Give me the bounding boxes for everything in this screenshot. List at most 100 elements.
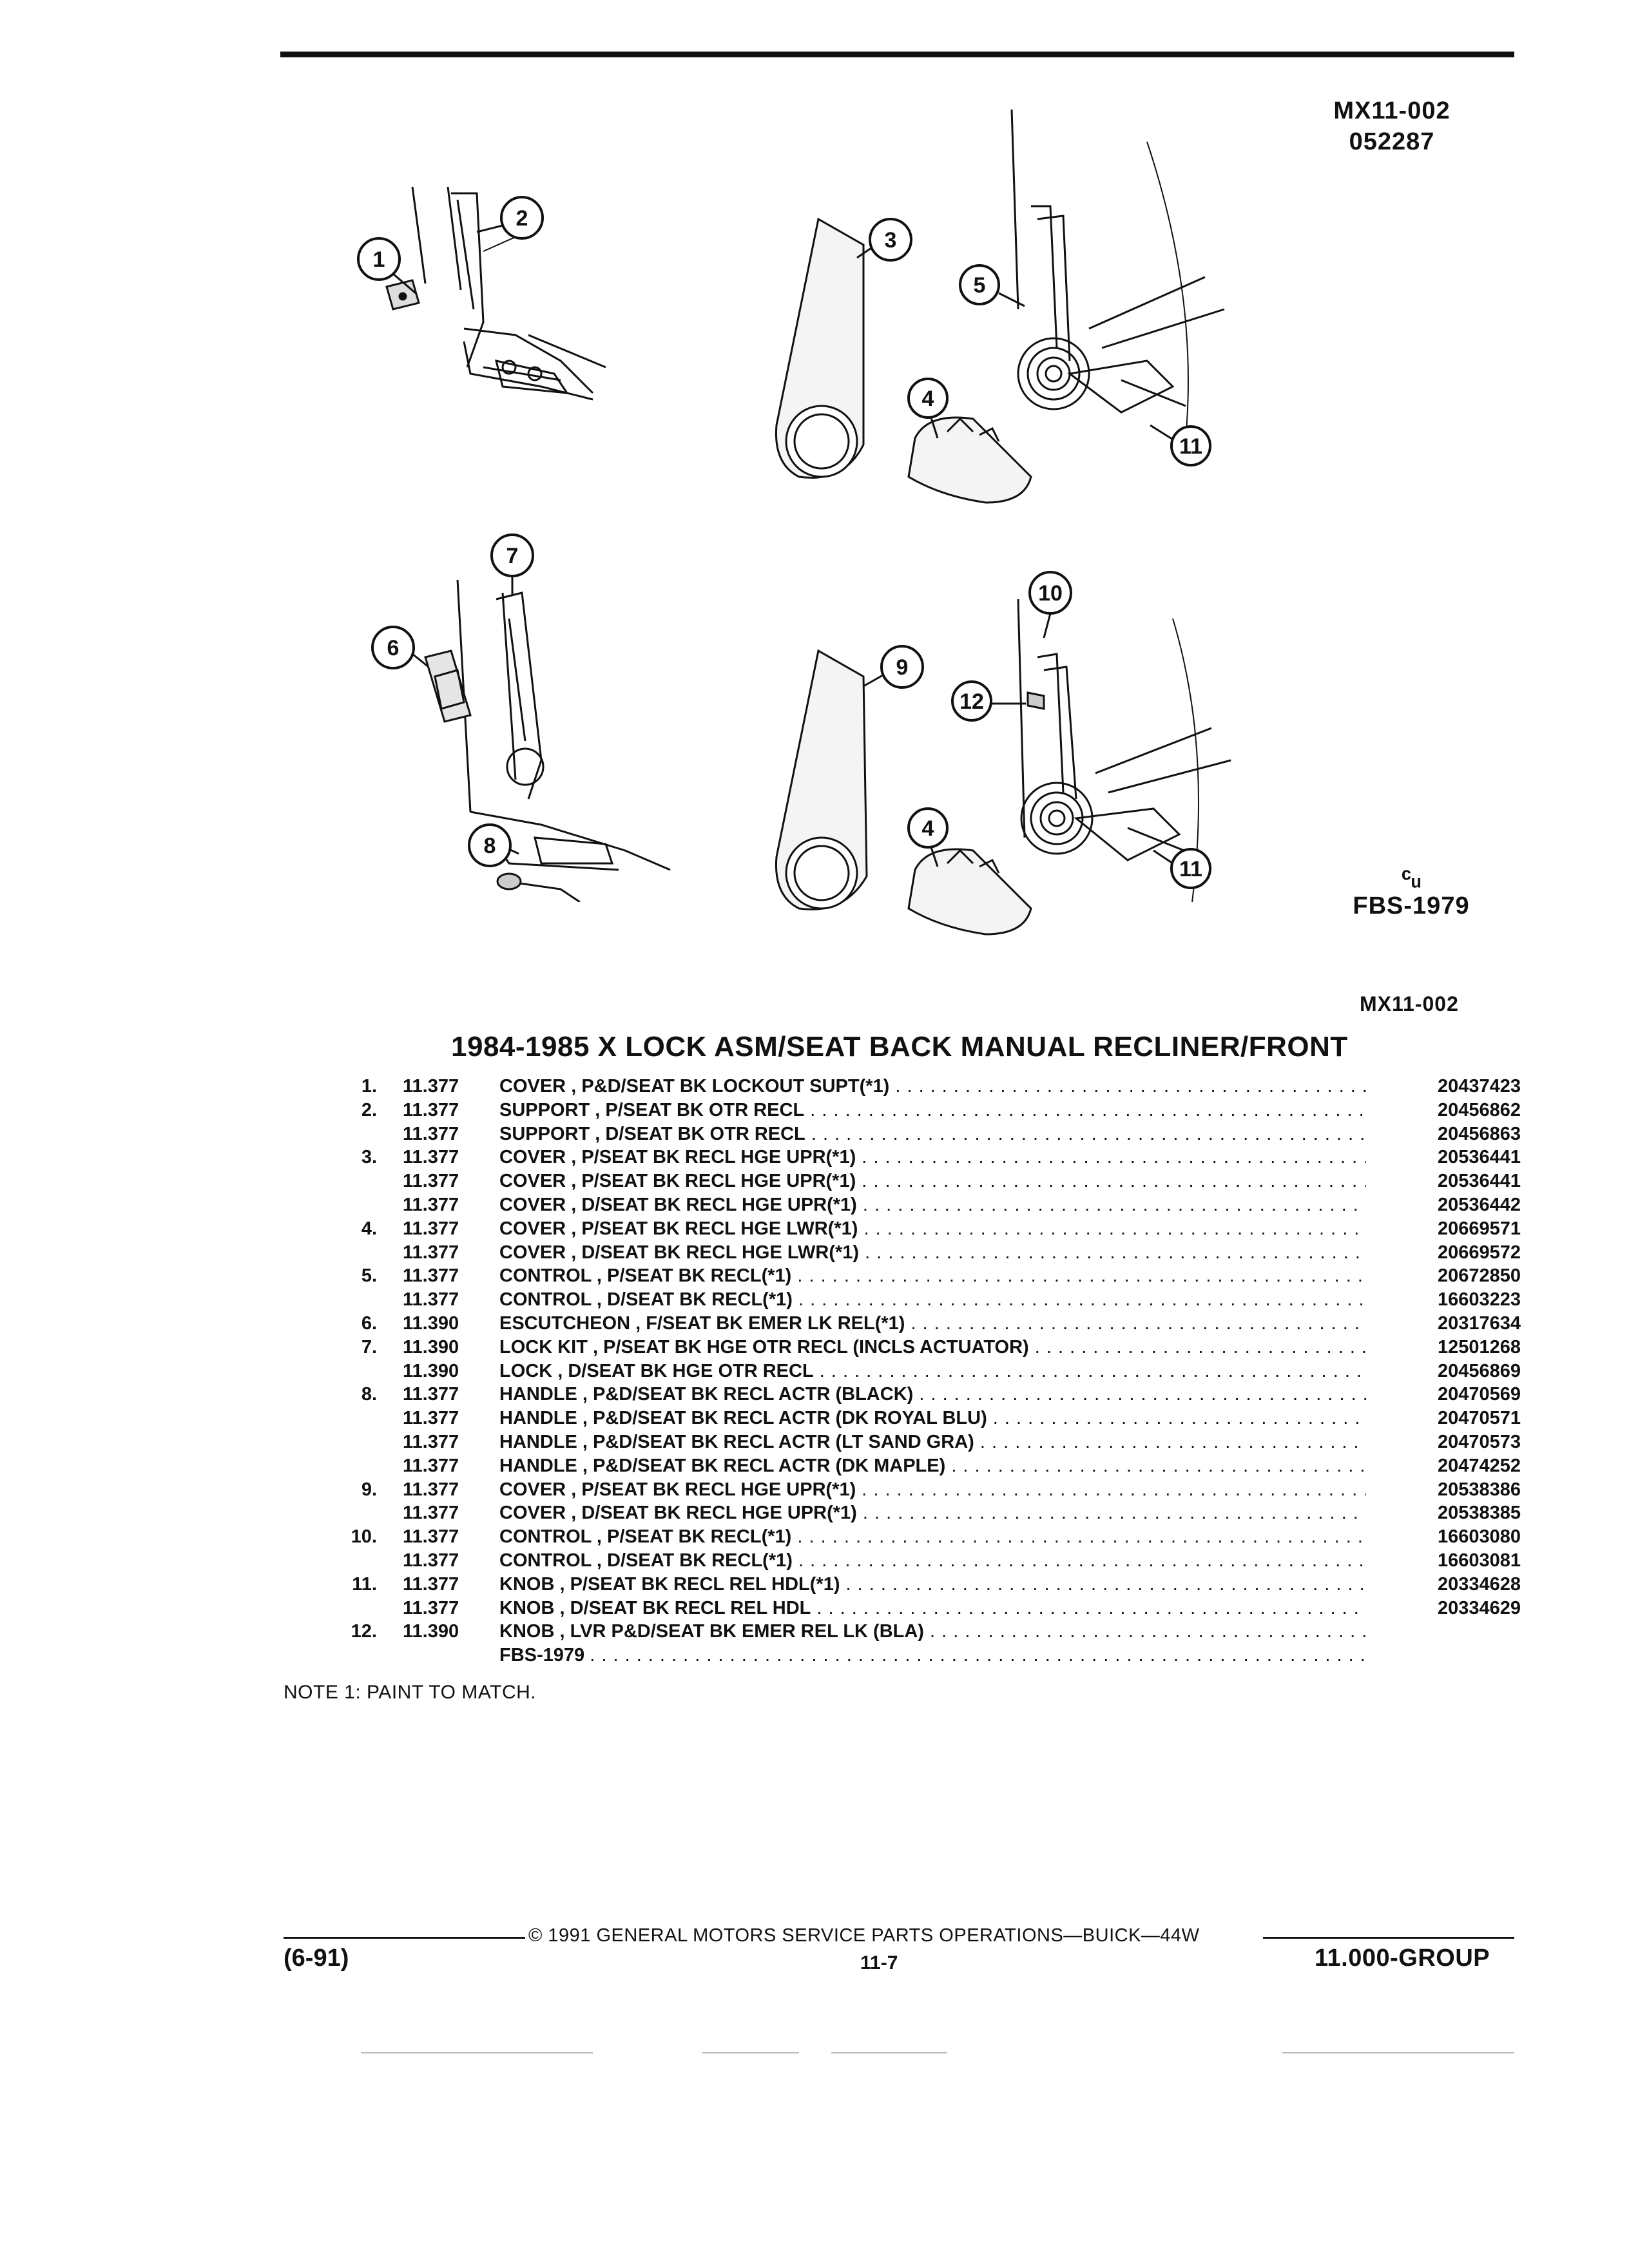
footer-rule-right <box>1263 1937 1514 1939</box>
group-number: 11.377 <box>403 1242 459 1263</box>
part-qualifier: , D/SEAT BK RECL HGE LWR(*1) <box>571 1242 860 1263</box>
part-qualifier: , P&D/SEAT BK RECL ACTR (LT SAND GRA) <box>582 1431 974 1452</box>
group-number: 11.377 <box>403 1076 459 1097</box>
part-description: KNOB , P/SEAT BK RECL REL HDL(*1) <box>499 1573 1366 1597</box>
part-description: KNOB , LVR P&D/SEAT BK EMER REL LK (BLA) <box>499 1620 1366 1644</box>
fbs-symbol: ᶜᵤ <box>1402 863 1421 892</box>
group-number: 11.377 <box>403 1099 459 1120</box>
part-qualifier: , P&D/SEAT BK RECL ACTR (BLACK) <box>582 1384 914 1405</box>
part-number: 20456863 <box>1437 1123 1521 1144</box>
group-number: 11.377 <box>403 1479 459 1500</box>
footer-date-code: (6-91) <box>284 1945 349 1972</box>
part-description: KNOB , D/SEAT BK RECL REL HDL <box>499 1597 1366 1620</box>
part-description: HANDLE , P&D/SEAT BK RECL ACTR (BLACK) <box>499 1383 1366 1407</box>
part-name: COVER <box>499 1503 566 1524</box>
footer-rule-left <box>284 1937 525 1939</box>
callout-6-label: 6 <box>387 636 400 660</box>
part-name: COVER <box>499 1479 566 1500</box>
footer-group: 11.000-GROUP <box>1315 1945 1490 1972</box>
figure-hinge-support-top-left <box>348 174 619 432</box>
header-code-block: MX11-002 052287 <box>1315 95 1469 157</box>
group-number: 11.377 <box>403 1550 459 1571</box>
part-qualifier: , P/SEAT BK RECL(*1) <box>596 1265 792 1287</box>
part-name: CONTROL <box>499 1265 592 1287</box>
parts-row: FBS-1979 <box>316 1644 1521 1667</box>
part-name: HANDLE <box>499 1455 577 1476</box>
part-name: COVER <box>499 1242 566 1263</box>
group-number: 11.377 <box>403 1597 459 1619</box>
part-name: LOCK KIT <box>499 1336 588 1358</box>
scan-artifact-line <box>702 2052 799 2053</box>
part-qualifier: , D/SEAT BK RECL(*1) <box>596 1289 793 1311</box>
parts-row: 11.377 HANDLE , P&D/SEAT BK RECL ACTR (DK… <box>316 1454 1521 1478</box>
part-number: 20538386 <box>1437 1479 1521 1500</box>
footer-copyright: © 1991 GENERAL MOTORS SERVICE PARTS OPER… <box>528 1925 1200 1946</box>
part-qualifier: , D/SEAT BK RECL HGE UPR(*1) <box>571 1503 857 1524</box>
part-qualifier: , P/SEAT BK RECL HGE UPR(*1) <box>571 1479 856 1500</box>
part-number: 20456862 <box>1437 1099 1521 1120</box>
part-description: COVER , D/SEAT BK RECL HGE UPR(*1) <box>499 1501 1366 1525</box>
part-description: COVER , D/SEAT BK RECL HGE UPR(*1) <box>499 1193 1366 1217</box>
part-number: 20669572 <box>1437 1242 1521 1263</box>
part-qualifier: , P&D/SEAT BK RECL ACTR (DK ROYAL BLU) <box>582 1408 987 1429</box>
group-number: 11.377 <box>403 1526 459 1548</box>
part-description: COVER , P/SEAT BK RECL HGE UPR(*1) <box>499 1478 1366 1502</box>
part-number: 20334628 <box>1437 1573 1521 1595</box>
part-name: CONTROL <box>499 1526 592 1548</box>
part-name: SUPPORT <box>499 1123 590 1144</box>
item-number: 11. <box>352 1573 377 1595</box>
part-description: SUPPORT , D/SEAT BK OTR RECL <box>499 1122 1366 1146</box>
part-description: COVER , P&D/SEAT BK LOCKOUT SUPT(*1) <box>499 1075 1366 1099</box>
header-code: MX11-002 <box>1333 97 1451 124</box>
part-name: KNOB <box>499 1597 555 1619</box>
part-number: 20470571 <box>1437 1408 1521 1429</box>
group-number: 11.390 <box>403 1360 459 1381</box>
part-qualifier: , P/SEAT BK RECL HGE UPR(*1) <box>571 1147 856 1168</box>
part-description: ESCUTCHEON , F/SEAT BK EMER LK REL(*1) <box>499 1312 1366 1336</box>
group-number: 11.377 <box>403 1431 459 1452</box>
part-description: HANDLE , P&D/SEAT BK RECL ACTR (DK MAPLE… <box>499 1454 1366 1478</box>
section-code: MX11-002 <box>1360 992 1459 1015</box>
scan-artifact-line <box>361 2052 593 2053</box>
item-number: 2. <box>361 1099 377 1120</box>
group-number: 11.377 <box>403 1289 459 1311</box>
part-name: COVER <box>499 1194 566 1215</box>
group-number: 11.377 <box>403 1123 459 1144</box>
part-number: 20317634 <box>1437 1312 1521 1334</box>
part-description: CONTROL , P/SEAT BK RECL(*1) <box>499 1525 1366 1549</box>
group-number: 11.377 <box>403 1455 459 1476</box>
part-qualifier: , F/SEAT BK EMER LK REL(*1) <box>635 1312 905 1334</box>
part-description: COVER , D/SEAT BK RECL HGE LWR(*1) <box>499 1241 1366 1265</box>
part-name: ESCUTCHEON <box>499 1312 631 1334</box>
figure-reference: ᶜᵤ FBS-1979 <box>1340 863 1482 920</box>
part-name: HANDLE <box>499 1384 577 1405</box>
part-name: FBS-1979 <box>499 1645 585 1666</box>
part-number: 20437423 <box>1437 1076 1521 1097</box>
part-number: 20538385 <box>1437 1503 1521 1524</box>
part-qualifier: , D/SEAT BK OTR RECL <box>595 1123 805 1144</box>
group-number: 11.390 <box>403 1621 459 1642</box>
item-number: 7. <box>361 1336 377 1358</box>
part-name: KNOB <box>499 1621 555 1642</box>
part-name: KNOB <box>499 1573 555 1595</box>
part-number: 20470573 <box>1437 1431 1521 1452</box>
figure-lock-bottom-left <box>412 567 683 902</box>
part-name: HANDLE <box>499 1408 577 1429</box>
part-number: 12501268 <box>1437 1336 1521 1358</box>
